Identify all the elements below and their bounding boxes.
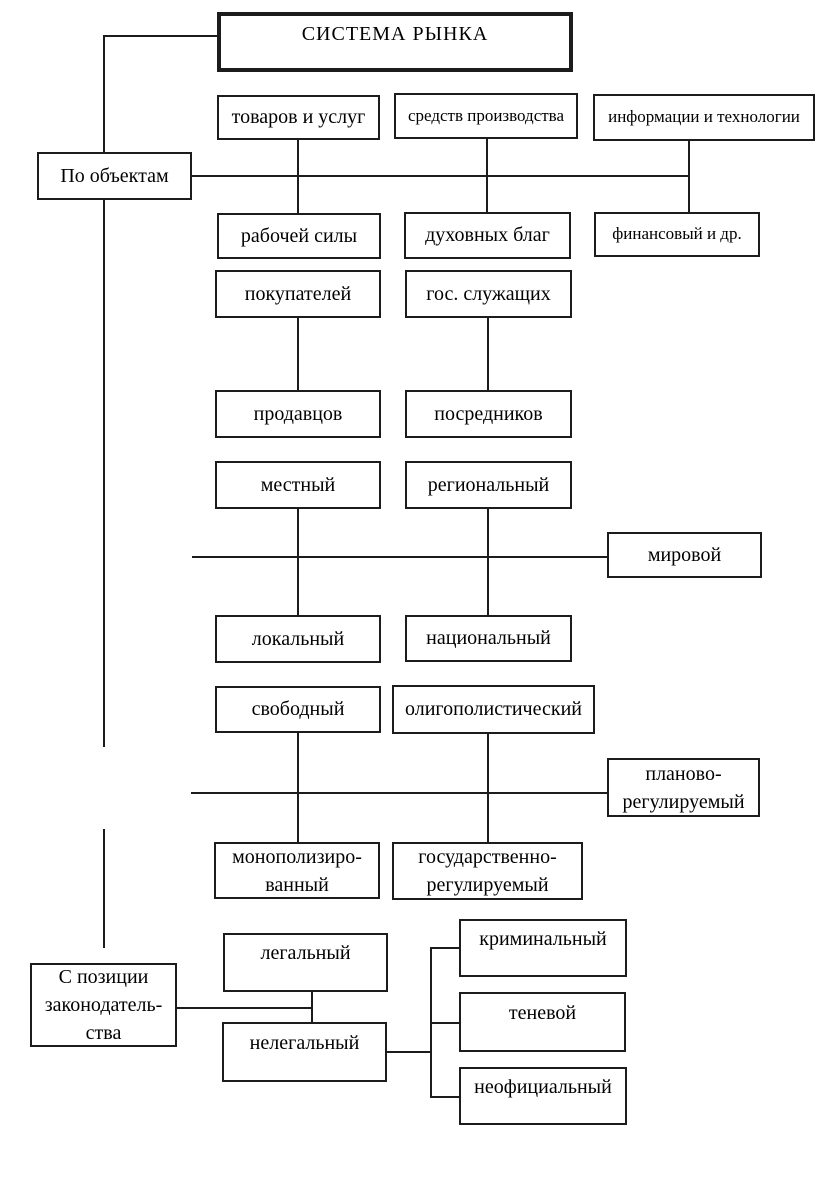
connector-line (430, 947, 432, 1098)
node-mestnyj: местный (215, 461, 381, 509)
connector-line (103, 829, 105, 948)
connector-line (297, 140, 299, 214)
connector-line (431, 947, 460, 949)
connector-line (192, 175, 690, 177)
node-nelegalnyj: нелегальный (222, 1022, 387, 1082)
node-gos-sluzhashchih: гос. служащих (405, 270, 572, 318)
node-monopolizirovannyj: монополизиро- ванный (214, 842, 380, 899)
node-kriminalnyj: криминальный (459, 919, 627, 977)
connector-line (191, 792, 607, 794)
connector-line (431, 1096, 460, 1098)
connector-line (297, 732, 299, 843)
node-planovo-reguliruemyj: планово- регулируемый (607, 758, 760, 817)
node-oligopolisticheskij: олигополистический (392, 685, 595, 734)
node-duhovnyh-blag: духовных благ (404, 212, 571, 259)
connector-line (487, 508, 489, 616)
node-lokalnyj: локальный (215, 615, 381, 663)
node-regionalnyj: региональный (405, 461, 572, 509)
node-tenevoj: теневой (459, 992, 626, 1052)
node-po-obektam: По объектам (37, 152, 192, 200)
connector-line (297, 508, 299, 616)
connector-line (177, 1007, 313, 1009)
node-s-pozicii-zakonodatelstva: С позиции законодатель- ства (30, 963, 177, 1047)
node-rabochej-sily: рабочей силы (217, 213, 381, 259)
connector-line (487, 317, 489, 391)
node-nacionalnyj: национальный (405, 615, 572, 662)
connector-line (297, 317, 299, 391)
node-sistema-rynka: СИСТЕМА РЫНКА (217, 12, 573, 72)
connector-line (311, 991, 313, 1023)
node-legalnyj: легальный (223, 933, 388, 992)
node-tovarov-i-uslug: товаров и услуг (217, 95, 380, 140)
node-prodavcov: продавцов (215, 390, 381, 438)
node-neoficialnyj: неофициальный (459, 1067, 627, 1125)
connector-line (104, 35, 217, 37)
connector-line (192, 556, 607, 558)
node-pokupatelej: покупателей (215, 270, 381, 318)
node-informacii-i-tehnologii: информации и технологии (593, 94, 815, 141)
connector-line (387, 1051, 432, 1053)
connector-line (431, 1022, 460, 1024)
connector-line (103, 35, 105, 153)
node-posrednikov: посредников (405, 390, 572, 438)
node-svobodnyj: свободный (215, 686, 381, 733)
connector-line (486, 139, 488, 213)
node-finansovyj-i-dr: финансовый и др. (594, 212, 760, 257)
connector-line (487, 733, 489, 843)
node-sredstv-proizvodstva: средств производства (394, 93, 578, 139)
connector-line (688, 141, 690, 213)
connector-line (103, 200, 105, 747)
node-mirovoj: мировой (607, 532, 762, 578)
node-gosudarstvenno-reguliruemyj: государственно- регулируемый (392, 842, 583, 900)
